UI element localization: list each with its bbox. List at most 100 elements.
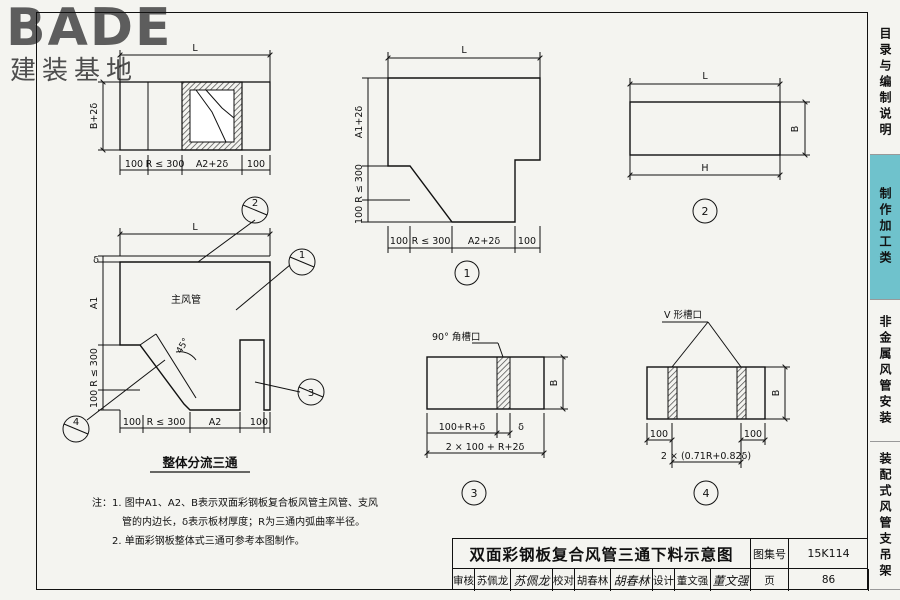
notes: 注：1. 图中A1、A2、B表示双面彩钢板复合板风管主风管、支风 管的内边长，δ… (92, 494, 472, 551)
fig-3 (424, 342, 568, 506)
dim-label-a1: A1+2δ (354, 106, 365, 139)
tab-label: 装配式风管支吊架 (878, 451, 892, 580)
tee-elbow (139, 333, 157, 346)
dim-label-bottom-2: A2+2δ (468, 236, 501, 247)
leader-line-4 (86, 359, 166, 421)
note-line: 管的内边长，δ表示板材厚度；R为三通内弧曲率半径。 (92, 517, 366, 528)
dim-label-l: L (192, 43, 198, 54)
fig-4-leader (671, 321, 709, 368)
design-label: 设计 (653, 569, 675, 591)
review-signature: 苏佩龙 (511, 569, 553, 591)
leader-line-1 (235, 264, 291, 311)
fig-3-outline (426, 356, 545, 410)
design-signature: 董文强 (711, 569, 751, 591)
tab-catalog[interactable]: 目录与编制说明 (870, 12, 900, 155)
callout-circle-3 (297, 378, 325, 406)
dim-label-left-lower: 100 R ≤ 300 (354, 164, 365, 224)
review-name: 苏佩龙 (475, 569, 511, 591)
leader-line-2 (197, 219, 256, 263)
dim-label-2: 2 × 100 + R+2δ (446, 442, 525, 453)
drawing-title: 双面彩钢板复合风管三通下料示意图 (452, 538, 750, 568)
leader-line-3 (254, 381, 301, 393)
tee-angle-arc (175, 351, 197, 361)
fig-4-slot-right (736, 366, 747, 420)
fig-2-number: 2 (702, 205, 709, 218)
logo-sub-text: 建装基地 (10, 56, 139, 86)
fig-main-tee (62, 196, 325, 473)
fig-1 (362, 52, 543, 286)
fig-1-outline (387, 77, 541, 223)
dim-label-left-lower: 100 R ≤ 300 (89, 348, 100, 408)
signature-row: 审核 苏佩龙 苏佩龙 校对 胡春林 胡春林 设计 董文强 董文强 页 86 (452, 568, 869, 591)
fig-top-left (98, 50, 273, 175)
dim-label-bottom-3: 100 (250, 417, 268, 428)
dim-label-a1: A1 (89, 297, 100, 310)
dim-label-h: H (701, 163, 708, 174)
check-signature: 胡春林 (611, 569, 653, 591)
dim-label-bottom-0: 100 (125, 159, 143, 170)
fig-top-left-diagonal (195, 89, 227, 143)
dim-label-bottom-0: 100 (390, 236, 408, 247)
dim-label-b: B (771, 390, 782, 397)
dim-label-bottom-1: R ≤ 300 (147, 417, 186, 428)
bade-logo: BADE 建装基地 (6, 0, 186, 90)
dim-label-bottom-0: 100 (123, 417, 141, 428)
note-line: 2. 单面彩钢板整体式三通可参考本图制作。 (92, 536, 305, 547)
atlas-number-label: 图集号 (750, 538, 788, 568)
dim-label-bottom-2: A2+2δ (196, 159, 229, 170)
tab-label: 非金属风管安装 (878, 314, 892, 427)
index-tabs: 目录与编制说明 制作加工类 非金属风管安装 装配式风管支吊架 (870, 12, 900, 590)
title-block: 双面彩钢板复合风管三通下料示意图 图集号 15K114 审核 苏佩龙 苏佩龙 校… (452, 538, 869, 591)
callout-circle-4 (62, 415, 90, 443)
dim-label-b: B (549, 380, 560, 387)
fig-2-outline (629, 101, 781, 156)
tab-label: 制作加工类 (878, 187, 892, 267)
fig-3-slot-label: 90° 角槽口 (432, 331, 480, 343)
fig-4-outline (646, 366, 766, 420)
dim-label-b: B (790, 126, 801, 133)
dim-label-delta: δ (518, 422, 524, 433)
dim-label-bottom-1: R ≤ 300 (412, 236, 451, 247)
fig-4-number-circle (693, 480, 719, 506)
fig-3-number-circle (461, 480, 487, 506)
callout-circle-1 (288, 248, 316, 276)
dim-label-bottom-3: 100 (247, 159, 265, 170)
fig-top-left-inner-opening (189, 89, 235, 143)
callout-circle-2 (241, 196, 269, 224)
dim-label-1: 100+R+δ (439, 422, 486, 433)
dim-label-delta: δ (93, 255, 99, 266)
note-line: 注：1. 图中A1、A2、B表示双面彩钢板复合板风管主风管、支风 (92, 498, 378, 509)
dim-label-l: L (192, 222, 198, 233)
design-name: 董文强 (675, 569, 711, 591)
angle-label: 45° (175, 337, 192, 356)
tee-outline (119, 261, 271, 411)
logo-main-text: BADE (6, 0, 173, 58)
fig-4 (644, 321, 790, 506)
dim-label-height: B+2δ (89, 103, 100, 130)
dim-label-l: L (702, 71, 708, 82)
tab-nonmetal-duct[interactable]: 非金属风管安装 (870, 300, 900, 442)
check-label: 校对 (553, 569, 575, 591)
review-label: 审核 (453, 569, 475, 591)
page-label: 页 (751, 569, 789, 591)
page-value: 86 (789, 569, 869, 591)
fig-1-number-circle (454, 260, 480, 286)
dim-label-bottom-1: R ≤ 300 (146, 159, 185, 170)
tab-assembled-support[interactable]: 装配式风管支吊架 (870, 442, 900, 590)
fig-4-leader (707, 321, 742, 368)
callout-1-label: 1 (299, 250, 305, 261)
tab-label: 目录与编制说明 (878, 27, 892, 139)
tab-fabrication[interactable]: 制作加工类 (870, 155, 900, 300)
dim-label-left: 100 (650, 429, 668, 440)
main-figure-caption: 整体分流三通 (162, 455, 238, 470)
dim-label-l: L (461, 45, 467, 56)
callout-3-label: 3 (308, 388, 314, 399)
tee-elbow (155, 333, 197, 399)
atlas-number-value: 15K114 (788, 538, 868, 568)
fig-4-slot-label: V 形槽口 (664, 309, 702, 321)
fig-2 (627, 78, 810, 224)
fig-3-leader (497, 342, 504, 358)
fig-1-number: 1 (464, 267, 471, 280)
dim-label-right: 100 (744, 429, 762, 440)
